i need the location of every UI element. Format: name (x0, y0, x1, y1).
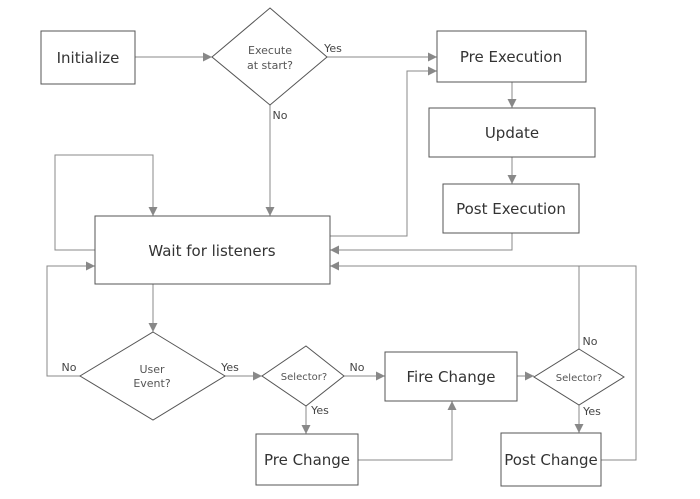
node-post-change: Post Change (500, 432, 602, 487)
node-post-execution: Post Execution (442, 183, 580, 234)
decision-execute-at-start: Execute at start? (211, 7, 328, 106)
decision-user-event: User Event? (79, 331, 226, 421)
user-event-line-2: Event? (133, 377, 171, 390)
user-event-no-label: No (62, 361, 77, 374)
edge-pre-change-to-fire-change (358, 401, 457, 461)
node-pre-execution: Pre Execution (436, 30, 587, 83)
user-event-line-1: User (139, 363, 165, 376)
decision-selector-right: Selector? (533, 348, 625, 406)
pre-execution-label: Pre Execution (460, 48, 562, 66)
execute-at-start-line-2: at start? (247, 59, 293, 72)
selector-right-label: Selector? (556, 373, 602, 384)
node-wait-for-listeners: Wait for listeners (94, 215, 331, 285)
decision-selector-left: Selector? (261, 345, 345, 407)
node-update: Update (428, 107, 596, 158)
update-label: Update (485, 124, 539, 142)
edge-post-execution-to-wait (330, 233, 513, 255)
exec-no-label: No (273, 109, 288, 122)
selector-right-no-label: No (583, 335, 598, 348)
selector-left-no-label: No (350, 361, 365, 374)
node-pre-change: Pre Change (255, 433, 359, 486)
edge-wait-self-loop (54, 154, 158, 251)
user-event-yes-label: Yes (220, 361, 239, 374)
exec-yes-label: Yes (323, 42, 342, 55)
fire-change-label: Fire Change (407, 368, 496, 386)
wait-for-listeners-label: Wait for listeners (148, 242, 275, 260)
edge-user-event-no-to-wait (46, 261, 95, 377)
node-fire-change: Fire Change (384, 351, 518, 402)
initialize-label: Initialize (57, 49, 120, 67)
post-change-label: Post Change (504, 451, 598, 469)
connectors (46, 52, 637, 461)
node-initialize: Initialize (40, 30, 136, 85)
edge-labels: Yes No No Yes No Yes No Yes (62, 42, 602, 418)
selector-right-yes-label: Yes (582, 405, 601, 418)
pre-change-label: Pre Change (264, 451, 350, 469)
execute-at-start-line-1: Execute (248, 44, 292, 57)
edge-selector-no-to-wait (330, 261, 580, 349)
post-execution-label: Post Execution (456, 200, 566, 218)
edge-post-change-to-wait (579, 265, 637, 461)
selector-left-yes-label: Yes (310, 404, 329, 417)
selector-left-label: Selector? (281, 372, 327, 383)
edge-wait-to-pre-execution (330, 66, 437, 237)
